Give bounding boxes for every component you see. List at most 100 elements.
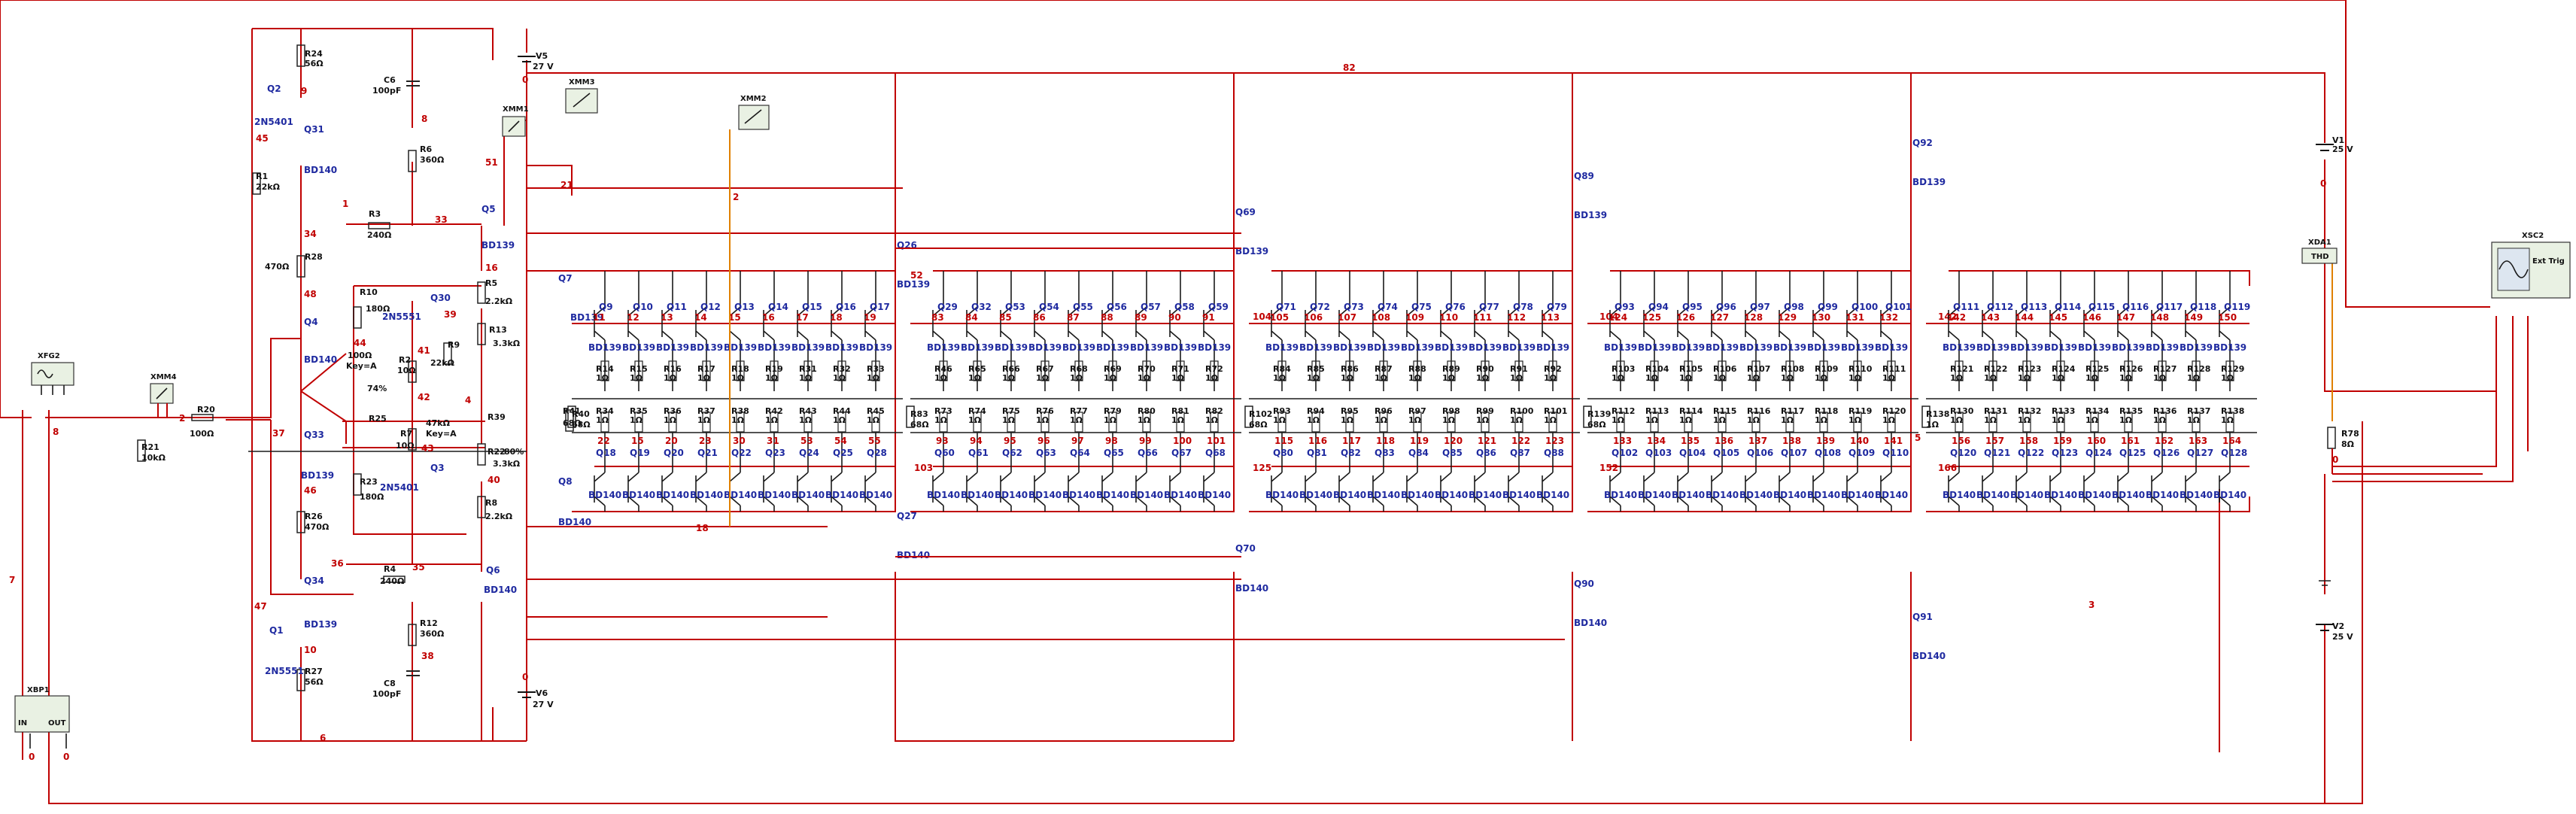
r7-label: R7	[400, 429, 412, 439]
xmm4-multimeter[interactable]: XMM4	[150, 373, 177, 418]
pnp-transistor	[1812, 433, 1824, 512]
pnp-transistor	[2219, 433, 2231, 512]
npn-net: 144	[2015, 312, 2034, 323]
r-bot-ref: R135	[2119, 406, 2143, 416]
r-top-value: 1Ω	[1679, 373, 1693, 383]
npn-transistor	[1643, 271, 1655, 391]
xda1-distortion-analyzer[interactable]: XDA1 THD	[2301, 238, 2338, 264]
emitter-resistor-top	[1955, 360, 1964, 381]
pnp-transistor	[1169, 433, 1181, 512]
pnp-net: 135	[1681, 436, 1700, 446]
pnp-ref: Q62	[1002, 448, 1022, 458]
xmm2-multimeter[interactable]: XMM2	[729, 95, 770, 527]
net-152: 152	[1599, 463, 1618, 473]
q27-label: Q27	[897, 511, 917, 521]
r-bot-ref: R44	[833, 406, 851, 416]
q4-label: Q4	[304, 317, 318, 327]
r-top-ref: R16	[664, 364, 682, 374]
r7-value: 10Ω	[396, 441, 415, 451]
net-46: 46	[304, 485, 317, 496]
pnp-transistor	[627, 433, 639, 512]
npn-net: 108	[1372, 312, 1390, 323]
pnp-net: 98	[1105, 436, 1118, 446]
pnp-transistor	[1982, 433, 1994, 512]
net-7: 7	[9, 575, 15, 585]
xsc2-ext-trig: Ext Trig	[2532, 257, 2565, 266]
xsc2-oscilloscope[interactable]: XSC2 Ext Trig	[2491, 232, 2571, 299]
npn-transistor	[1000, 271, 1012, 391]
r-top-value: 1Ω	[1104, 373, 1117, 383]
xsc2-label: XSC2	[2522, 232, 2544, 240]
emitter-resistor-bottom	[1548, 412, 1557, 433]
r-top-ref: R124	[2052, 364, 2076, 374]
r78-gnd: 0	[2332, 454, 2338, 465]
npn-transistor	[1203, 271, 1215, 391]
net-37: 37	[272, 428, 285, 439]
xbp1-bode-plotter[interactable]: XBP1 IN OUT 0 0	[14, 686, 70, 762]
xda1-label: XDA1	[2308, 238, 2331, 247]
r2-label: R2	[399, 355, 411, 365]
q91-value: BD140	[1912, 651, 1946, 661]
r-top-ref: R107	[1747, 364, 1770, 374]
bank-emitter-label: R40	[572, 409, 590, 419]
pnp-transistor	[1101, 433, 1113, 512]
net-48: 48	[304, 289, 317, 299]
npn-ref: Q98	[1784, 302, 1804, 312]
npn-net: 18	[830, 312, 843, 323]
xbp1-gnd2: 0	[63, 752, 69, 762]
q3-label: Q3	[430, 463, 445, 473]
npn-ref: Q95	[1682, 302, 1703, 312]
emitter-resistor-bottom	[1988, 412, 1997, 433]
instruments[interactable]: XFG2 XMM4 XMM1 XMM3 XMM2 XBP1	[14, 78, 2571, 762]
r-top-value: 1Ω	[630, 373, 643, 383]
npn-type: BD139	[690, 342, 723, 353]
pnp-net: 116	[1308, 436, 1327, 446]
npn-type: BD139	[758, 342, 791, 353]
xmm1-multimeter[interactable]: XMM1	[502, 105, 529, 137]
xmm3-multimeter[interactable]: XMM3	[565, 78, 598, 114]
r10-value: 180Ω	[366, 304, 390, 314]
r1-value: 22kΩ	[256, 182, 281, 192]
npn-type: BD139	[1638, 342, 1671, 353]
npn-type: BD139	[1164, 342, 1197, 353]
r-bot-value: 1Ω	[968, 415, 982, 425]
npn-type: BD139	[1265, 342, 1299, 353]
v5-gnd: 0	[522, 74, 528, 85]
r-bot-ref: R113	[1645, 406, 1669, 416]
npn-net: 86	[1033, 312, 1046, 323]
emitter-resistor-bottom	[1379, 412, 1388, 433]
r-bot-ref: R93	[1273, 406, 1291, 416]
npn-transistor	[1034, 271, 1046, 391]
v1-name: V1	[2332, 135, 2344, 145]
r-bot-value: 1Ω	[1882, 415, 1896, 425]
npn-type: BD139	[1739, 342, 1773, 353]
xmm1-label: XMM1	[503, 105, 529, 114]
v2-name: V2	[2332, 621, 2344, 631]
pnp-type: BD140	[2112, 490, 2145, 500]
xfg2-generator[interactable]: XFG2	[31, 352, 74, 395]
r13-value: 3.3kΩ	[493, 339, 521, 348]
input-stage	[45, 28, 1565, 742]
bank-emitter-value: 1Ω	[1926, 420, 1940, 430]
npn-transistor	[2016, 271, 2028, 391]
pnp-type: BD140	[859, 490, 892, 500]
pnp-transistor	[2049, 433, 2061, 512]
npn-type: BD139	[961, 342, 994, 353]
pnp-transistor	[2083, 433, 2095, 512]
pnp-ref: Q106	[1747, 448, 1773, 458]
r-bot-ref: R114	[1679, 406, 1703, 416]
r-top-value: 1Ω	[2018, 373, 2031, 383]
pnp-type: BD140	[1875, 490, 1908, 500]
q89-label: Q89	[1574, 171, 1594, 181]
emitter-resistor-bottom	[1650, 412, 1659, 433]
r-bot-ref: R100	[1510, 406, 1534, 416]
c8-value: 100pF	[372, 689, 401, 699]
emitter-resistor-top	[1650, 360, 1659, 381]
pnp-ref: Q109	[1848, 448, 1875, 458]
r26-value: 470Ω	[305, 522, 330, 532]
emitter-resistor-top	[1007, 360, 1016, 381]
pnp-net: 119	[1410, 436, 1429, 446]
r-top-ref: R69	[1104, 364, 1122, 374]
npn-ref: Q74	[1378, 302, 1398, 312]
